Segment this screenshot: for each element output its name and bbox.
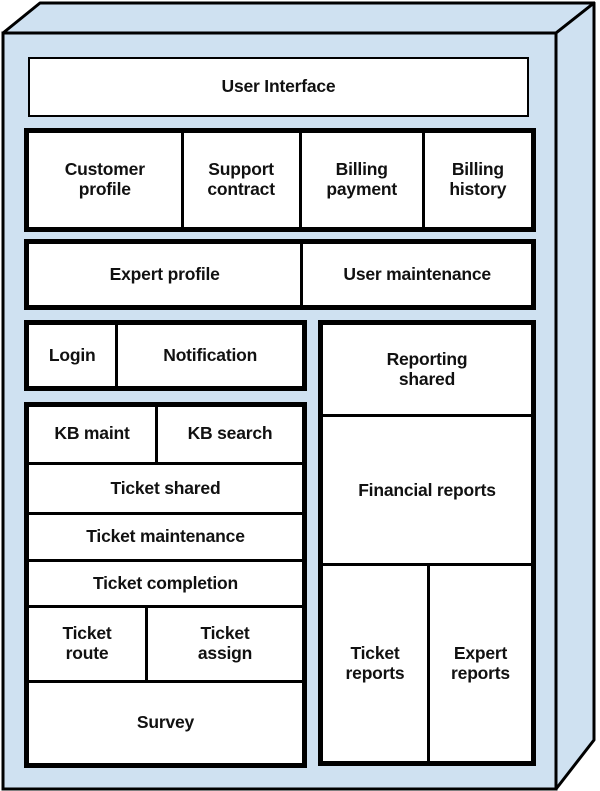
box-billing-payment: Billing payment xyxy=(301,133,422,227)
box-ticket-shared-label: Ticket shared xyxy=(110,477,221,498)
box-support-contract: Support contract xyxy=(183,133,299,227)
box-ticket-shared: Ticket shared xyxy=(29,464,302,513)
box-reporting-shared-label: Reporting shared xyxy=(386,349,468,389)
box-login: Login xyxy=(29,325,116,386)
box-financial-reports: Financial reports xyxy=(323,417,531,564)
box-notification-label: Notification xyxy=(163,344,258,365)
box-ticket-completion-label: Ticket completion xyxy=(92,572,239,593)
box-kb-search-label: KB search xyxy=(187,423,273,444)
group-session: Login Notification xyxy=(24,320,307,391)
box-expert-profile-label: Expert profile xyxy=(109,263,220,284)
group-profiles: Expert profile User maintenance xyxy=(24,239,536,310)
box-kb-search: KB search xyxy=(158,407,302,462)
case-side-face xyxy=(554,1,596,791)
box-login-label: Login xyxy=(48,344,96,365)
box-ticket-route: Ticket route xyxy=(29,608,145,680)
box-expert-profile: Expert profile xyxy=(29,244,301,305)
kb-row: KB maint KB search xyxy=(29,407,302,462)
group-accounts: Customer profile Support contract Billin… xyxy=(24,128,536,232)
box-ticket-reports: Ticket reports xyxy=(323,566,427,761)
reporting-bottom-row: Ticket reports Expert reports xyxy=(323,566,531,761)
box-ticket-reports-label: Ticket reports xyxy=(345,643,405,683)
box-support-contract-label: Support contract xyxy=(207,159,275,199)
box-customer-profile: Customer profile xyxy=(29,133,181,227)
box-user-maintenance: User maintenance xyxy=(303,244,531,305)
box-ticket-completion: Ticket completion xyxy=(29,561,302,606)
box-billing-history: Billing history xyxy=(424,133,531,227)
group-reporting: Reporting shared Financial reports Ticke… xyxy=(318,320,536,766)
box-survey-label: Survey xyxy=(136,712,195,733)
box-user-maintenance-label: User maintenance xyxy=(343,263,491,284)
box-user-interface: User Interface xyxy=(28,57,529,117)
box-kb-maint: KB maint xyxy=(29,407,155,462)
box-survey: Survey xyxy=(29,682,302,763)
box-expert-reports-label: Expert reports xyxy=(451,643,510,683)
box-ticket-route-label: Ticket route xyxy=(62,623,112,663)
box-expert-reports: Expert reports xyxy=(430,566,531,761)
box-customer-profile-label: Customer profile xyxy=(64,159,145,199)
box-ticket-assign-label: Ticket assign xyxy=(197,623,253,663)
box-billing-history-label: Billing history xyxy=(449,159,507,199)
group-ticketing: KB maint KB search Ticket shared Ticket … xyxy=(24,402,307,768)
box-kb-maint-label: KB maint xyxy=(54,423,130,444)
case-top-face xyxy=(1,1,596,35)
box-ticket-maintenance-label: Ticket maintenance xyxy=(86,526,245,547)
box-ticket-assign: Ticket assign xyxy=(148,608,302,680)
box-reporting-shared: Reporting shared xyxy=(323,325,531,415)
box-ticket-maintenance: Ticket maintenance xyxy=(29,515,302,559)
box-billing-payment-label: Billing payment xyxy=(326,159,397,199)
ticket-route-row: Ticket route Ticket assign xyxy=(29,608,302,680)
box-user-interface-label: User Interface xyxy=(221,76,336,97)
box-financial-reports-label: Financial reports xyxy=(358,479,496,500)
box-notification: Notification xyxy=(118,325,302,386)
